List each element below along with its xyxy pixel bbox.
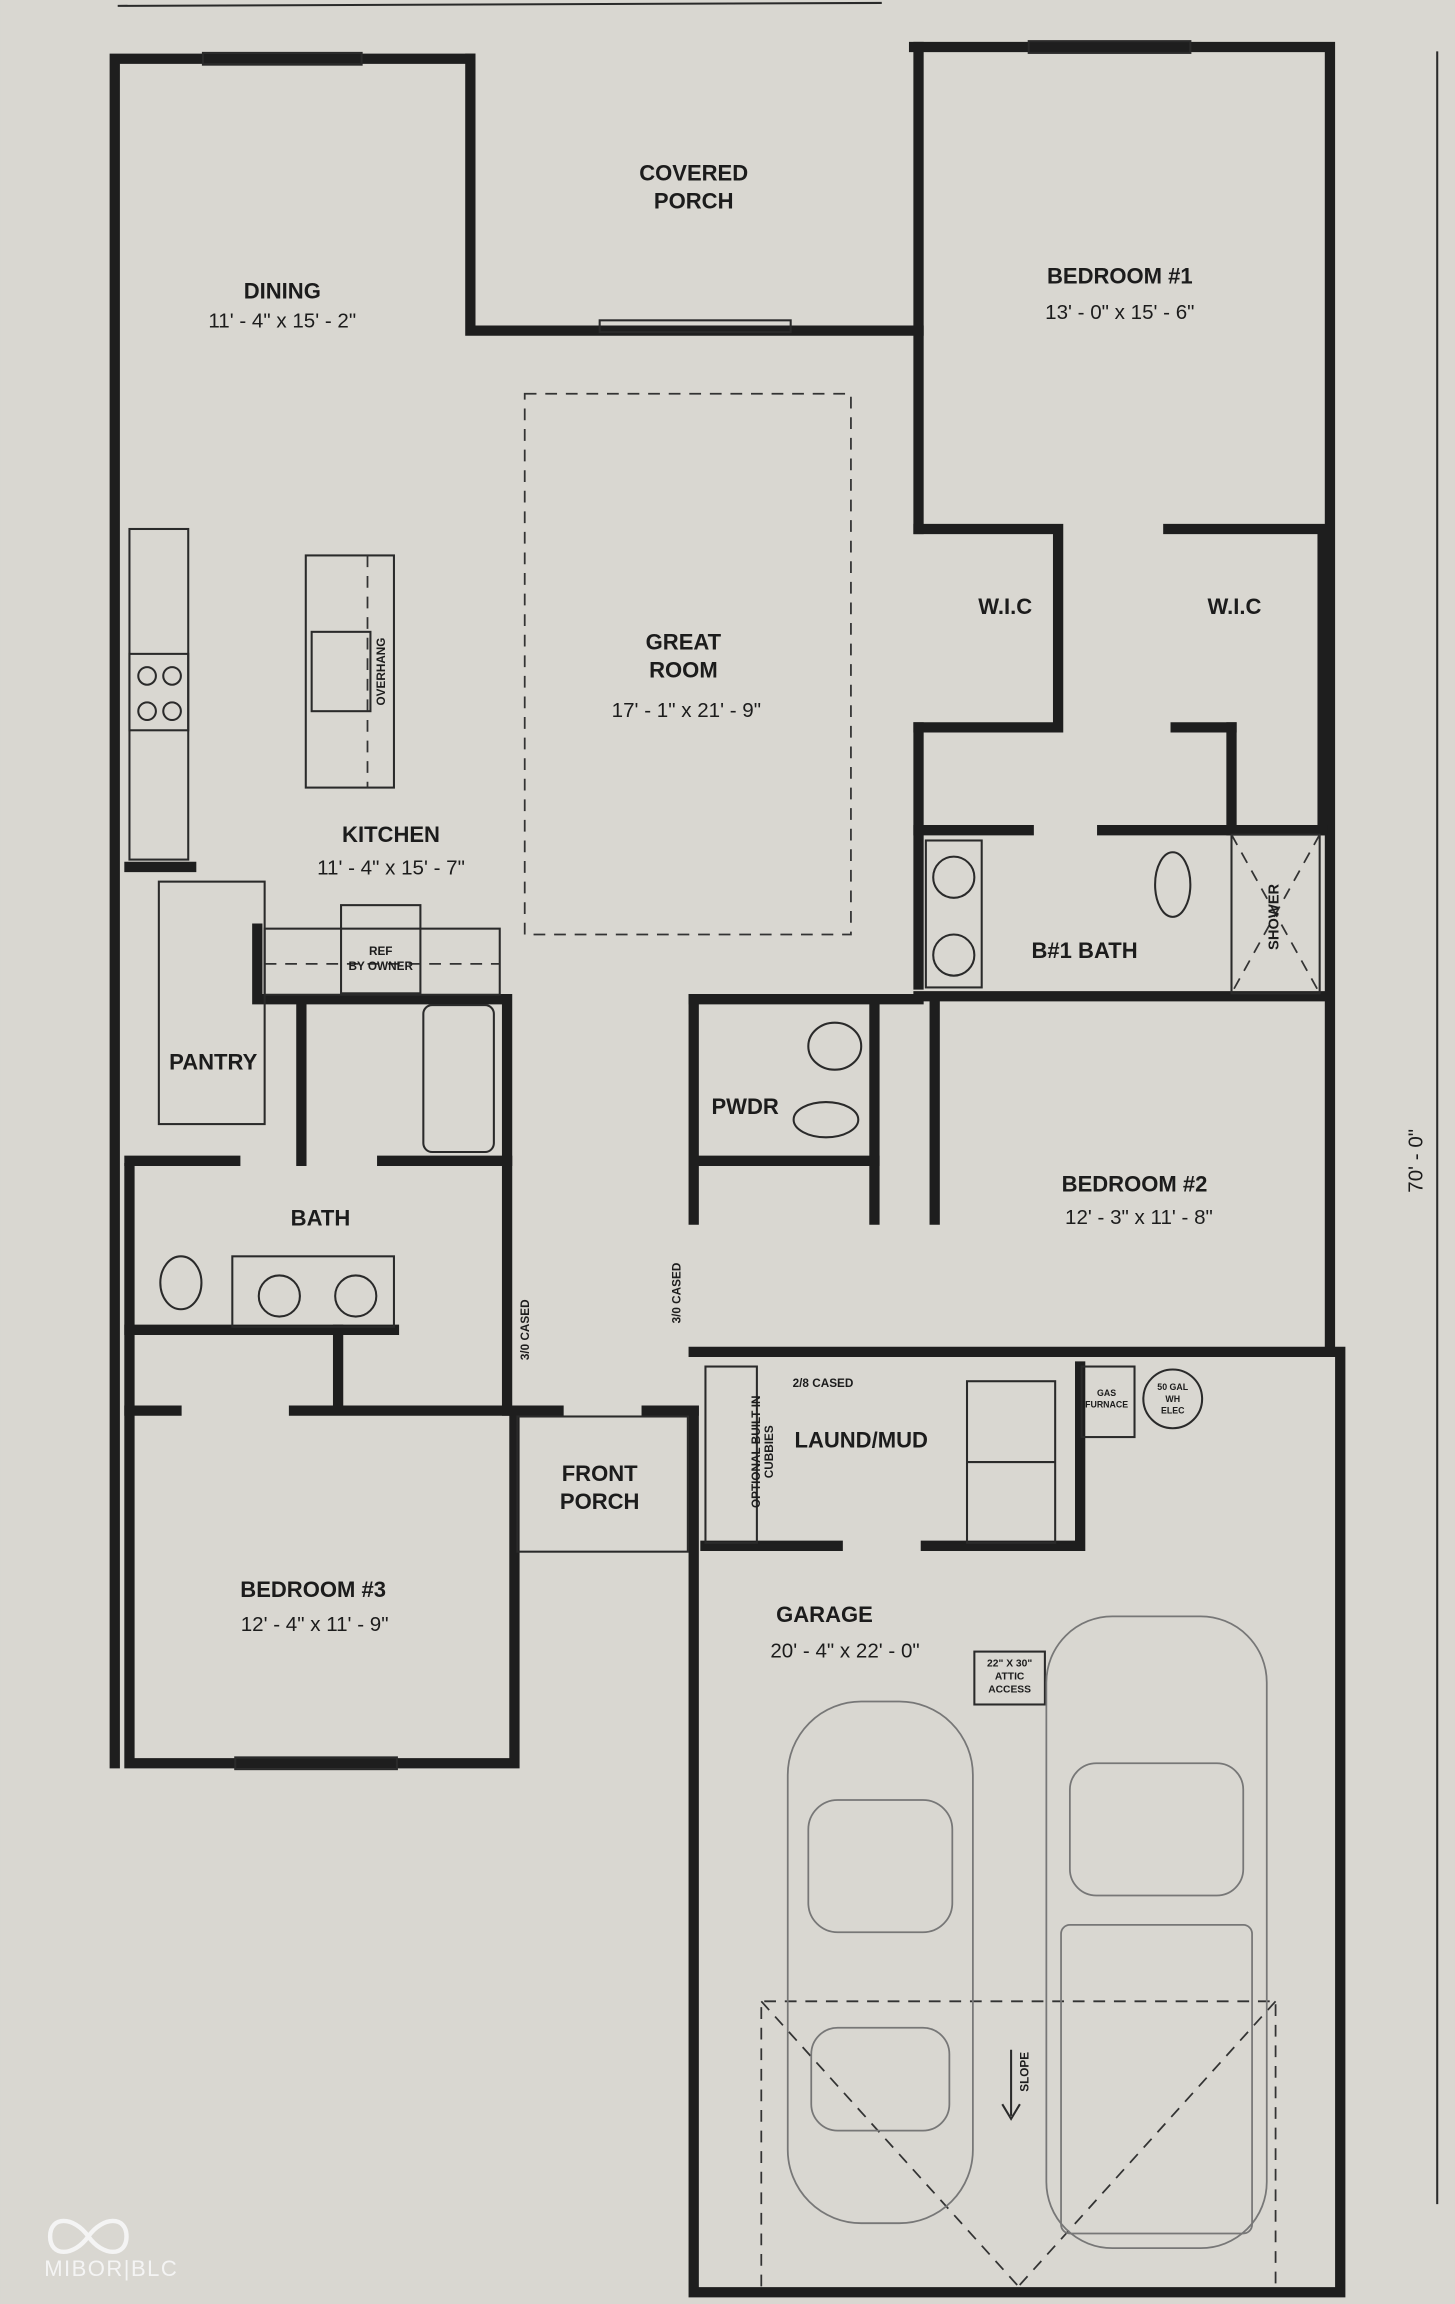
walls: [109, 41, 1346, 2298]
shower-label: SHOWER: [1267, 883, 1283, 949]
kitchen-label: KITCHEN: [342, 822, 440, 847]
fixtures: [128, 40, 1321, 2287]
water-heater-note: 50 GAL: [1157, 1382, 1188, 1392]
ref-note: REF: [369, 945, 393, 958]
attic-note-3: ACCESS: [988, 1685, 1031, 1696]
great-room-label-2: ROOM: [649, 657, 718, 682]
bedroom3-label: BEDROOM #3: [240, 1577, 386, 1602]
water-heater-note-2: WH: [1165, 1394, 1180, 1404]
garage-dims: 20' - 4" x 22' - 0": [770, 1639, 919, 1662]
watermark-logo: MIBOR|BLC: [44, 2218, 178, 2281]
bedroom1-dims: 13' - 0" x 15' - 6": [1045, 301, 1194, 324]
car-sedan: [786, 1700, 974, 2225]
infinity-icon: [47, 2218, 129, 2254]
great-room-label: GREAT: [646, 629, 722, 654]
overall-depth-label: 70' - 0": [1405, 1129, 1428, 1193]
slope-note: SLOPE: [1019, 2052, 1032, 2092]
overhang-note: OVERHANG: [375, 638, 388, 706]
attic-note-2: ATTIC: [995, 1672, 1025, 1683]
ref-note-2: BY OWNER: [349, 960, 414, 973]
slope-arrow-icon: [1001, 2049, 1021, 2121]
bedroom3-dims: 12' - 4" x 11' - 9": [241, 1613, 389, 1636]
dining-label: DINING: [244, 278, 321, 303]
notes: OVERHANG REF BY OWNER 3/0 CASED 3/0 CASE…: [349, 638, 1189, 2121]
furnace-note: GAS: [1097, 1388, 1116, 1398]
water-heater-note-3: ELEC: [1161, 1406, 1185, 1416]
bedroom2-label: BEDROOM #2: [1062, 1172, 1208, 1197]
bath-label: BATH: [291, 1205, 351, 1230]
covered-porch-label-2: PORCH: [654, 189, 734, 214]
front-porch-label: FRONT: [562, 1461, 638, 1486]
cased-note-b: 3/0 CASED: [670, 1263, 683, 1324]
covered-porch-label: COVERED: [639, 161, 748, 186]
car-truck: [1045, 1615, 1268, 2250]
b1-bath-label: B#1 BATH: [1032, 938, 1138, 963]
wic-left-label: W.I.C: [978, 594, 1032, 619]
bedroom2-dims: 12' - 3" x 11' - 8": [1065, 1206, 1213, 1229]
pantry-label: PANTRY: [169, 1050, 257, 1075]
furnace-note-2: FURNACE: [1085, 1400, 1128, 1410]
cubbies-note: OPTIONAL BUILT-IN: [750, 1396, 763, 1509]
room-labels: COVERED PORCH DINING 11' - 4" x 15' - 2"…: [169, 161, 1427, 1663]
watermark-text: MIBOR|BLC: [44, 2256, 178, 2281]
laund-mud-label: LAUND/MUD: [795, 1427, 928, 1452]
kitchen-dims: 11' - 4" x 15' - 7": [317, 856, 465, 879]
great-room-dims: 17' - 1" x 21' - 9": [612, 699, 761, 722]
cubbies-note-2: CUBBIES: [763, 1425, 776, 1478]
cased-2-8-note: 2/8 CASED: [793, 1377, 854, 1390]
garage-label: GARAGE: [776, 1602, 873, 1627]
cased-note-a: 3/0 CASED: [519, 1299, 532, 1360]
wic-right-label: W.I.C: [1208, 594, 1262, 619]
attic-note: 22" X 30": [987, 1658, 1032, 1669]
bedroom1-label: BEDROOM #1: [1047, 264, 1193, 289]
pwdr-label: PWDR: [711, 1094, 778, 1119]
dining-dims: 11' - 4" x 15' - 2": [208, 310, 356, 333]
front-porch-label-2: PORCH: [560, 1489, 640, 1514]
